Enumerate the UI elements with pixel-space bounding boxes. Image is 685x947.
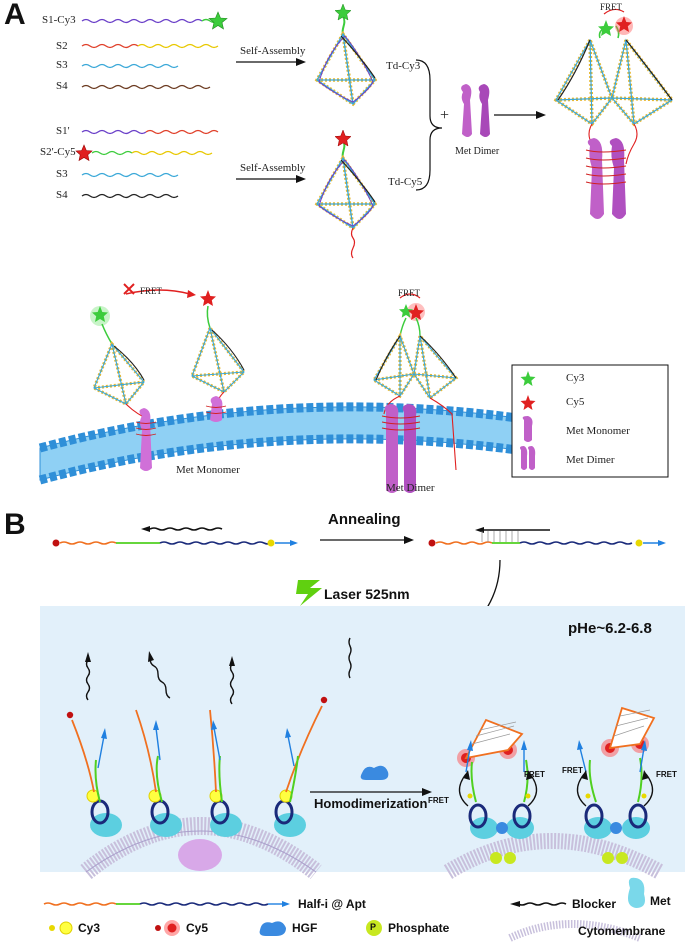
cy3-star-strand [208,11,228,30]
strand-label-s3-b: S3 [56,168,68,180]
legend-b-cytomembrane-label: Cytomembrane [578,924,666,938]
aptamer-construct-1 [66,652,122,837]
strand-s2p-yellow [131,150,213,156]
legend-b-hgf-icon [259,921,286,936]
plus-sign: + [440,107,450,124]
legend-met-dimer-label: Met Dimer [566,454,615,466]
panel-b-letter: B [4,508,26,541]
tetra-monomer-cy3 [90,306,157,471]
strand-s4-b [81,193,179,199]
legend-b-met-shape [628,877,645,908]
td-cy3-label: Td-Cy3 [386,60,421,72]
strand-s3-b [81,172,179,178]
legend-b-met-label: Met [650,894,671,908]
laser-label: Laser 525nm [324,586,410,602]
fret-label-mid-right: FRET [398,288,421,298]
tetrahedron-cy3 [314,3,378,107]
legend-b-cy5-icon [155,920,180,936]
legend-b-cy5-label: Cy5 [186,921,209,935]
tetra-monomer-cy5 [189,290,247,422]
tetra-dimer-complex [371,293,459,493]
strand-s1p-purple [81,129,147,135]
brace [415,59,443,191]
blocker-left [141,526,223,532]
strand-label-s2-prime-cy5: S2'-Cy5 [40,146,76,158]
strand-label-s3: S3 [56,59,68,71]
membrane-b-right [443,833,664,879]
legend-met-monomer-label: Met Monomer [566,425,630,437]
strand-s3 [81,63,179,69]
apt-strand-right [428,527,666,547]
strand-s2p-green [91,150,133,156]
homodimerization-label: Homodimerization [314,796,428,811]
legend-b-phosphate-icon [366,920,382,936]
legend-b-blocker [510,901,567,907]
fret-label-b4: FRET [656,770,677,779]
legend-b-blocker-label: Blocker [572,897,617,911]
legend-cy5-label: Cy5 [566,396,585,408]
apt-strand-left [52,539,298,547]
strand-label-s2: S2 [56,40,68,52]
membrane-b-left [80,817,322,880]
strand-s2-yellow [137,43,219,49]
legend-cy3-label: Cy3 [566,372,585,384]
panel-a-letter: A [4,0,26,31]
aptamer-construct-3 [209,656,242,837]
met-monomer-membrane-label: Met Monomer [176,464,240,476]
dimer-complex-2 [576,706,656,864]
strand-s4 [81,84,211,90]
panel-b-scene [40,526,685,942]
strand-label-s1-cy3: S1-Cy3 [42,14,76,26]
legend-b-hgf-label: HGF [292,921,318,935]
panel-a-membrane-scene [38,283,669,493]
cy5-star-strand [75,144,93,162]
self-assembly-label-bottom: Self-Assembly [240,162,306,174]
fret-label-b3: FRET [562,766,583,775]
self-assembly-label-top: Self-Assembly [240,45,306,57]
ph-label: pHe~6.2-6.8 [568,620,652,637]
strand-label-s4: S4 [56,80,68,92]
fret-label-mid-left: FRET [140,286,163,296]
dimer-complex-1 [457,718,538,864]
aptamer-construct-4 [274,637,352,837]
legend-b-cytomembrane-icon [508,920,642,942]
legend-b-cy3-label: Cy3 [78,921,101,935]
strand-s2-red [81,43,139,49]
legend-b-phosphate-symbol: P [370,922,377,932]
tetrahedron-cy5 [314,129,378,259]
legend-box-a [511,364,669,478]
strand-s1p-red [145,129,219,135]
annealing-label: Annealing [328,511,401,528]
legend-b-half-apt [43,901,290,907]
td-cy5-label: Td-Cy5 [388,176,423,188]
strand-label-s1-prime: S1' [56,125,70,137]
fret-label-top: FRET [600,2,623,12]
met-dimer-caption: Met Dimer [455,146,500,157]
panel-a-strands [75,3,675,259]
fret-label-b2: FRET [428,796,449,805]
hgf-blob-arrow [360,765,389,780]
legend-b-phosphate-label: Phosphate [388,921,450,935]
met-dimer-shape [461,84,490,137]
strand-s1 [81,18,203,24]
aptamer-construct-2 [135,651,182,837]
met-dimer-membrane-label: Met Dimer [386,482,435,494]
legend-b-cy3-icon [49,921,73,935]
laser-bolt [296,580,322,606]
strand-label-s4-b: S4 [56,189,68,201]
complex-dimer-tetrahedra [553,8,675,219]
legend-b-half-apt-label: Half-i @ Apt [298,897,366,911]
fret-label-b1: FRET [524,770,545,779]
